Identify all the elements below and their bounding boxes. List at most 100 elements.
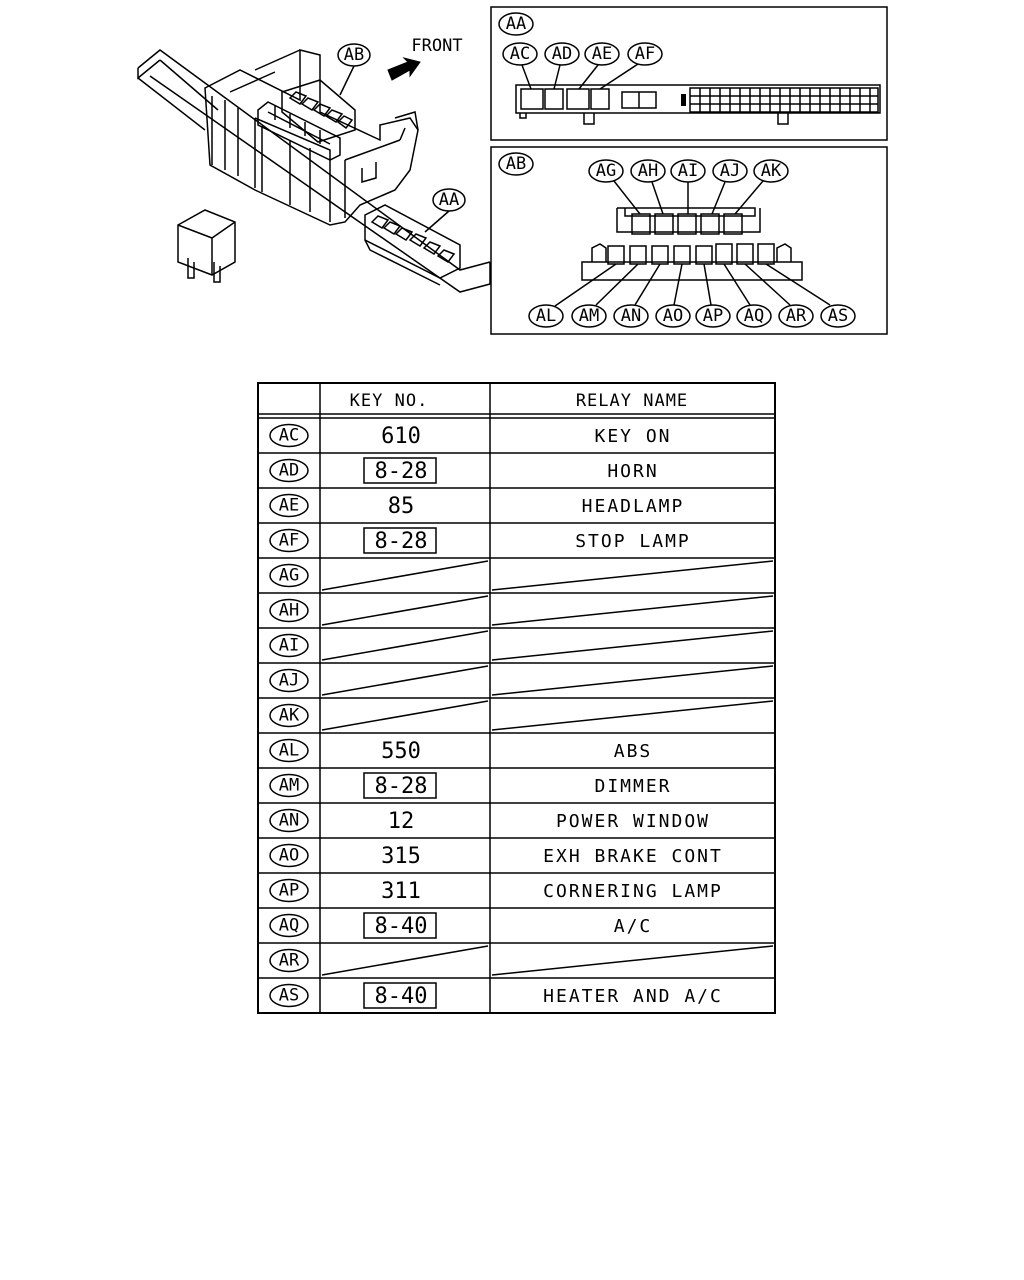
row-relay-name: POWER WINDOW [556,811,710,832]
callout-an: AN [613,263,661,328]
key-box [363,912,437,939]
blank-name-slash [491,700,774,731]
svg-text:AH: AH [638,161,658,181]
row-tag-ellipse [269,913,309,938]
svg-text:AR: AR [786,306,807,326]
blank-key-slash [321,595,489,626]
row-relay-name: STOP LAMP [575,531,691,552]
row-tag-ellipse [269,948,309,973]
svg-text:AE: AE [592,44,612,64]
blank-key-slash [321,630,489,661]
callout-am: AM [571,263,639,328]
fuse-grid [689,87,879,113]
row-key-no: 8-28 [375,774,428,799]
table-row: AR [258,945,775,979]
relay-name-header: RELAY NAME [576,391,688,411]
key-box [363,457,437,484]
row-tag-ellipse [269,668,309,693]
row-tag-ellipse [269,983,309,1008]
row-tag: AN [279,811,299,831]
row-tag-ellipse [269,423,309,448]
row-tag-ellipse [269,563,309,588]
row-tag-ellipse [269,808,309,833]
svg-text:AA: AA [506,14,526,34]
row-relay-name: EXH BRAKE CONT [543,846,723,867]
callout-ae: AE [578,42,620,90]
callout-ai: AI [670,159,706,214]
svg-text:AF: AF [635,44,655,64]
relay-box-ab-detail: AB AG AH AI [490,146,888,335]
row-tag: AC [279,426,299,446]
blank-name-slash [491,595,774,626]
row-tag-ellipse [269,703,309,728]
callout-ad: AD [544,42,580,90]
ab-callout: AB [337,43,371,96]
svg-text:AL: AL [536,306,556,326]
row-relay-name: CORNERING LAMP [543,881,723,902]
relay-box-aa-detail: AA AC AD AE [490,6,888,141]
row-key-no: 610 [381,424,421,449]
row-relay-name: DIMMER [594,776,671,797]
svg-text:AK: AK [761,161,782,181]
row-tag: AF [279,531,299,551]
svg-text:AG: AG [596,161,616,181]
svg-text:AI: AI [678,161,698,181]
front-label: FRONT [411,36,462,56]
row-tag: AH [279,601,299,621]
svg-text:AD: AD [552,44,572,64]
row-tag: AM [279,776,299,796]
row-tag: AQ [279,916,299,936]
svg-text:AQ: AQ [744,306,764,326]
callout-af: AF [599,42,663,90]
callout-as: AS [765,263,856,328]
aa-callout: AA [424,188,466,233]
row-key-no: 311 [381,879,421,904]
row-key-no: 8-28 [375,529,428,554]
row-tag: AI [279,636,299,656]
svg-text:AM: AM [579,306,599,326]
svg-text:AN: AN [621,306,641,326]
key-no-header: KEY NO. [350,391,429,411]
row-relay-name: A/C [614,916,653,937]
svg-text:AO: AO [663,306,683,326]
row-key-no: 315 [381,844,421,869]
front-arrow: FRONT [387,36,463,81]
callout-aj: AJ [711,159,748,215]
blank-name-slash [491,945,774,976]
table-row: AL 550 ABS [258,738,775,769]
row-key-no: 8-40 [375,914,428,939]
row-relay-name: HORN [607,461,658,482]
svg-text:AS: AS [828,306,848,326]
svg-text:AJ: AJ [720,161,740,181]
blank-key-slash [321,945,489,976]
row-tag: AE [279,496,299,516]
callout-ak: AK [734,159,789,215]
table-row: AI [258,630,775,664]
row-tag-ellipse [269,738,309,763]
row-key-no: 8-40 [375,984,428,1009]
table-row: AQ 8-40 A/C [258,912,775,944]
row-tag: AK [279,706,300,726]
svg-text:AP: AP [703,306,723,326]
callout-ao: AO [655,263,691,328]
relay-illustration [177,209,236,283]
key-box [363,527,437,554]
row-tag: AS [279,986,299,1006]
row-tag: AL [279,741,299,761]
row-relay-name: HEADLAMP [582,496,685,517]
row-tag: AP [279,881,299,901]
svg-text:AB: AB [506,154,526,174]
row-tag: AD [279,461,299,481]
row-relay-name: ABS [614,741,653,762]
svg-text:AA: AA [439,190,459,210]
row-tag-ellipse [269,458,309,483]
table-row: AM 8-28 DIMMER [258,772,775,804]
row-key-no: 550 [381,739,421,764]
row-tag-ellipse [269,633,309,658]
row-tag-ellipse [269,878,309,903]
